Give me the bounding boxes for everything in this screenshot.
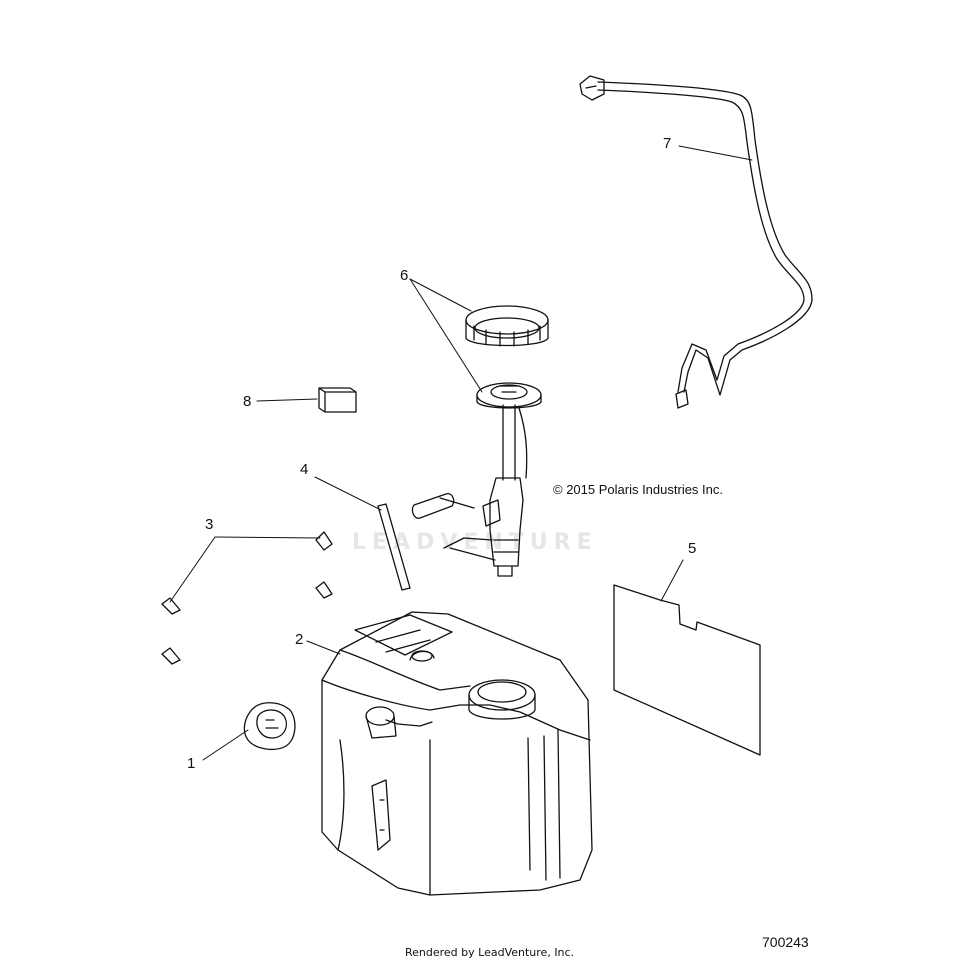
tube-part — [377, 503, 411, 591]
callout-5: 5 — [688, 540, 697, 557]
bolt-parts — [161, 531, 333, 665]
fuel-pump-part — [411, 305, 549, 577]
callout-3: 3 — [205, 516, 214, 533]
leader-lines — [169, 145, 753, 761]
sheet-part — [613, 584, 761, 756]
vent-hose-part — [579, 75, 813, 409]
callout-4: 4 — [300, 461, 309, 478]
fuel-cap-part — [243, 702, 296, 751]
callout-8: 8 — [243, 393, 252, 410]
callout-7: 7 — [663, 135, 672, 152]
callout-6: 6 — [400, 267, 409, 284]
rendered-by-footer: Rendered by LeadVenture, Inc. — [405, 946, 575, 959]
diagram-id-label: 700243 — [762, 934, 809, 950]
fuel-tank-part — [321, 611, 593, 896]
watermark-text: LEADVENTURE — [352, 530, 598, 555]
copyright-notice: © 2015 Polaris Industries Inc. — [553, 482, 723, 497]
callout-2: 2 — [295, 631, 304, 648]
block-part — [318, 387, 357, 413]
callout-1: 1 — [187, 755, 196, 772]
